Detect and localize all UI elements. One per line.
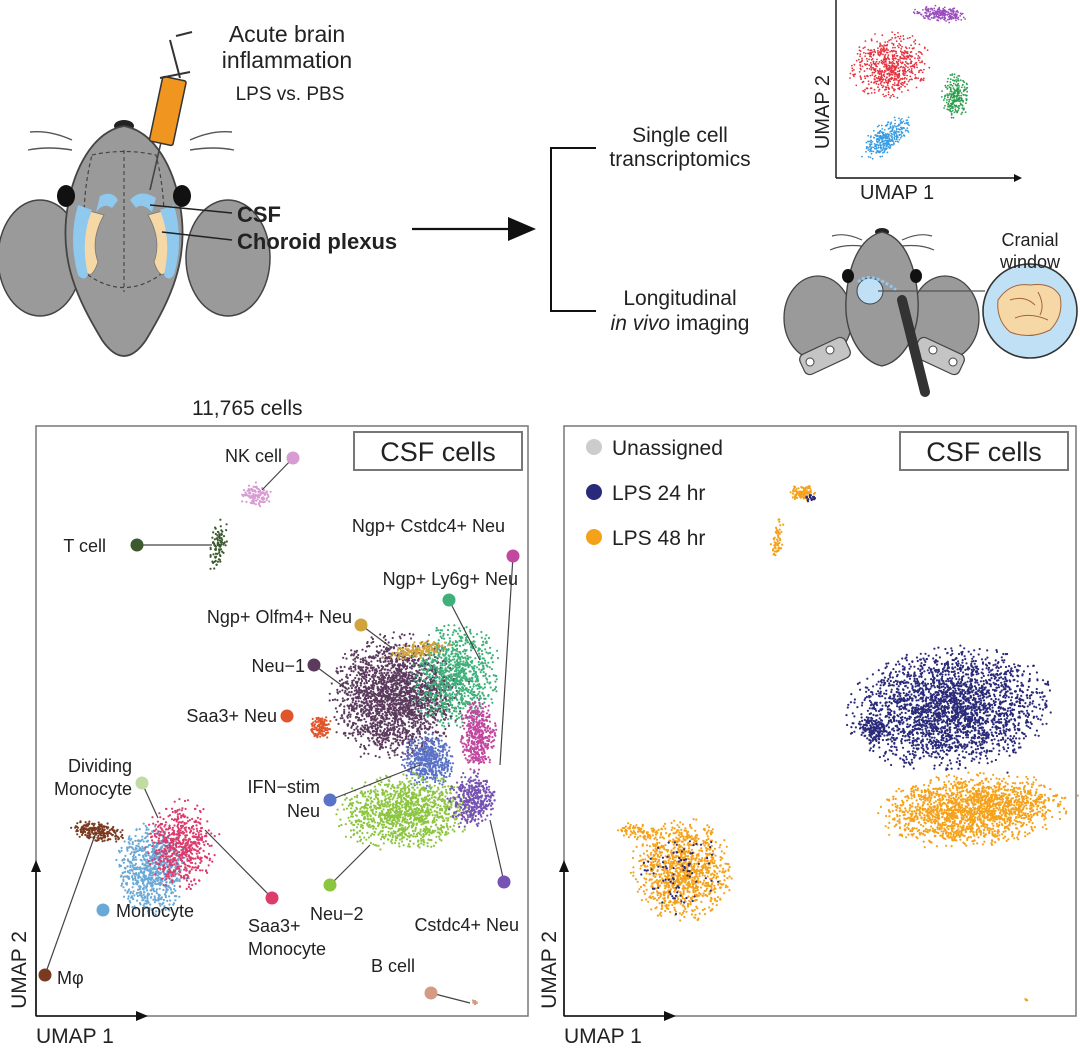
right-panel-title: CSF cells: [926, 437, 1042, 467]
cranial-window-label-line2: window: [999, 252, 1061, 272]
right-y-axis-label: UMAP 2: [538, 931, 561, 1009]
ifn-stim-neu-marker: [324, 794, 337, 807]
right-umap-panel: [564, 426, 1076, 1016]
legend-label-unassigned: Unassigned: [612, 437, 723, 460]
right-umap-points: [617, 485, 1079, 1001]
saa3-monocyte-marker: [266, 892, 279, 905]
ngp-olfm4-neu-marker: [355, 619, 368, 632]
macrophage-marker: [39, 969, 52, 982]
nk-cell-marker: [287, 452, 300, 465]
label-ifn-stim-neu: Neu: [287, 801, 320, 821]
dividing-monocyte-marker: [136, 777, 149, 790]
label-neu-2: Neu−2: [310, 904, 364, 924]
label-cstdc4-neu: Cstdc4+ Neu: [414, 915, 519, 935]
in-vivo-text: in vivo: [611, 312, 671, 335]
mini-umap-y-label: UMAP 2: [812, 75, 834, 149]
syringe-icon: [149, 32, 192, 190]
injection-title-line2: inflammation: [222, 47, 352, 73]
branch-bottom-line2: in vivo imaging: [611, 312, 750, 335]
legend-dot-unassigned: [586, 439, 602, 455]
cranial-window-label-line1: Cranial: [1001, 230, 1058, 250]
label-neu-1: Neu−1: [251, 656, 305, 676]
cell-count-label: 11,765 cells: [192, 397, 303, 420]
label-b-cell: B cell: [371, 956, 415, 976]
legend-label-lps48: LPS 48 hr: [612, 527, 705, 550]
injection-title-line1: Acute brain: [229, 21, 345, 47]
legend-label-lps24: LPS 24 hr: [612, 482, 705, 505]
branch-top-line2: transcriptomics: [609, 148, 750, 171]
left-y-axis-label: UMAP 2: [8, 931, 31, 1009]
b-cell-marker: [425, 987, 438, 1000]
left-axis-arrows: [31, 860, 148, 1021]
label-saa3-neu: Saa3+ Neu: [186, 706, 277, 726]
mouse-head-schematic: [0, 120, 270, 356]
monocyte-marker: [97, 904, 110, 917]
left-x-axis-label: UMAP 1: [36, 1025, 114, 1048]
label-ngp-olfm4-neu: Ngp+ Olfm4+ Neu: [207, 607, 352, 627]
saa3-neu-marker: [281, 710, 294, 723]
legend-dot-lps24: [586, 484, 602, 500]
branch-bottom-line1: Longitudinal: [623, 287, 736, 310]
left-panel-title: CSF cells: [380, 437, 496, 467]
label-dividing: Dividing: [68, 756, 132, 776]
csf-label: CSF: [237, 202, 281, 227]
neu-1-marker: [308, 659, 321, 672]
label-t-cell: T cell: [63, 536, 106, 556]
label-ifn-stim: IFN−stim: [247, 777, 320, 797]
cstdc4-neu-marker: [498, 876, 511, 889]
mini-umap-x-label: UMAP 1: [860, 182, 934, 204]
label-monocyte: Monocyte: [116, 901, 194, 921]
branch-top-line1: Single cell: [632, 124, 728, 147]
label-macrophage: Mφ: [57, 968, 84, 988]
label-saa3: Saa3+: [248, 916, 301, 936]
ngp-cstdc4-neu-marker: [507, 550, 520, 563]
flow-arrow-icon: [412, 217, 536, 241]
ngp-ly6g-neu-marker: [443, 594, 456, 607]
injection-subtitle: LPS vs. PBS: [236, 84, 345, 105]
label-dividing-monocyte: Monocyte: [54, 779, 132, 799]
label-nk-cell: NK cell: [225, 446, 282, 466]
legend-dot-lps48: [586, 529, 602, 545]
label-ngp-cstdc4-neu: Ngp+ Cstdc4+ Neu: [352, 516, 505, 536]
t-cell-marker: [131, 539, 144, 552]
right-legend: Unassigned LPS 24 hr LPS 48 hr: [586, 437, 723, 550]
neu-2-marker: [324, 879, 337, 892]
right-x-axis-label: UMAP 1: [564, 1025, 642, 1048]
choroid-plexus-label: Choroid plexus: [237, 229, 397, 254]
label-ngp-ly6g-neu: Ngp+ Ly6g+ Neu: [383, 569, 518, 589]
mini-umap: UMAP 1 UMAP 2: [812, 0, 1022, 204]
imaging-text: imaging: [670, 312, 749, 335]
branch-bracket: [551, 148, 596, 311]
label-saa3-monocyte: Monocyte: [248, 939, 326, 959]
